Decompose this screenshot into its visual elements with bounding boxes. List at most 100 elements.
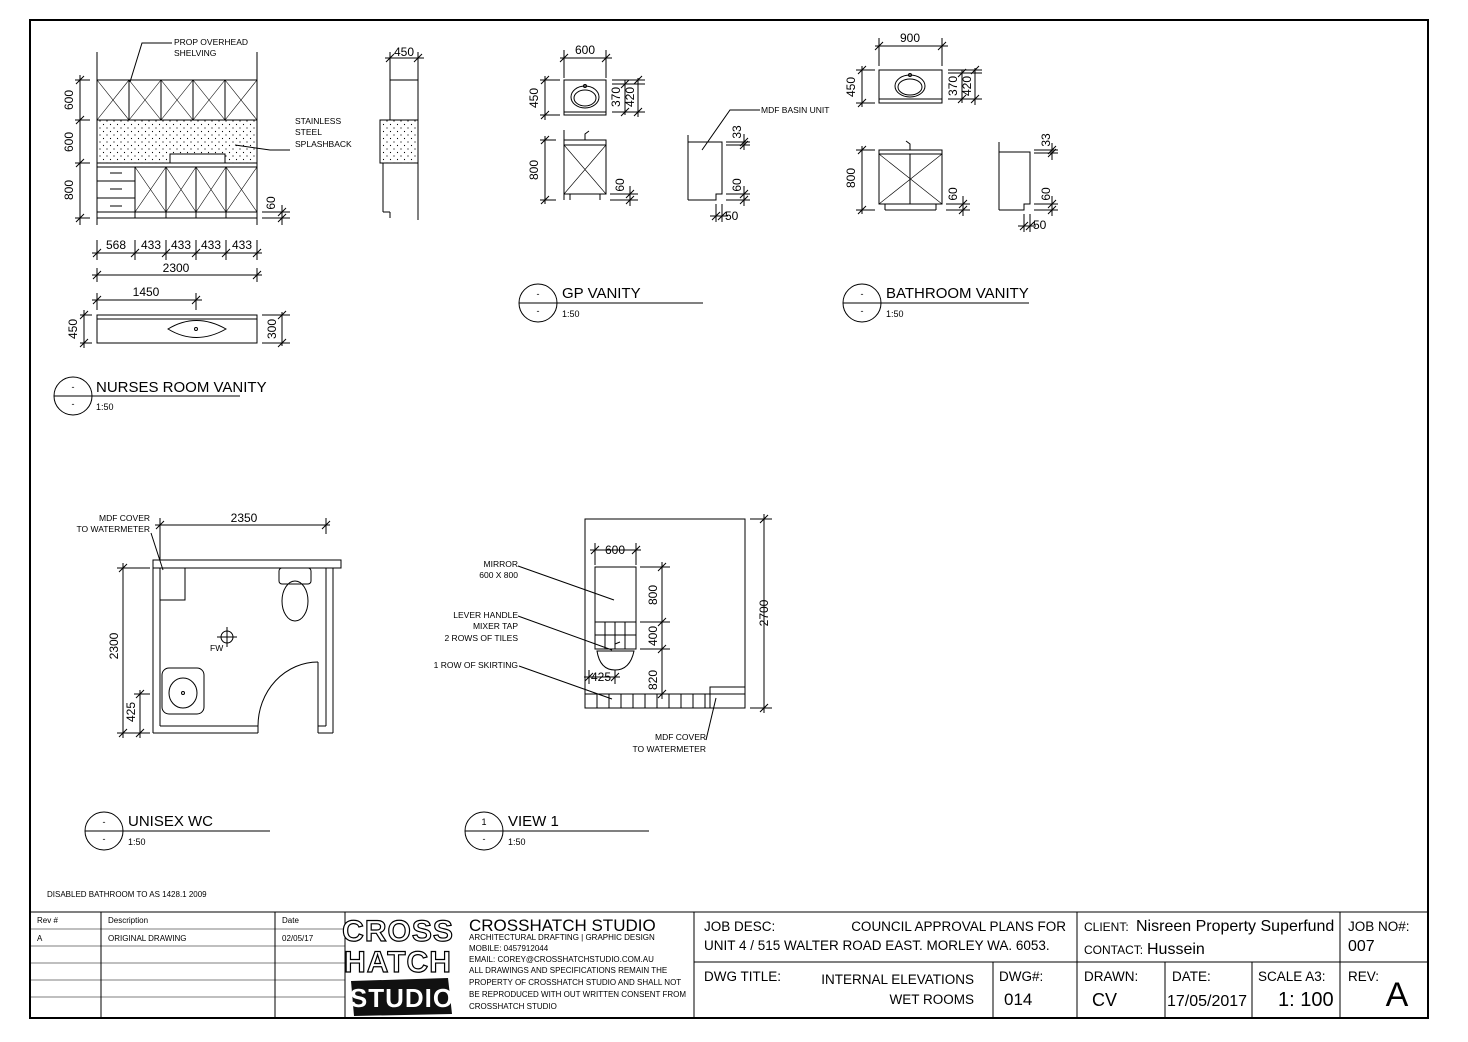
svg-text:-: - bbox=[103, 834, 106, 844]
svg-text:1: 1 bbox=[481, 817, 486, 827]
svg-text:600: 600 bbox=[575, 43, 595, 57]
svg-text:INTERNAL ELEVATIONS: INTERNAL ELEVATIONS bbox=[821, 972, 974, 987]
svg-text:433: 433 bbox=[141, 238, 161, 252]
svg-text:ARCHITECTURAL DRAFTING | GRAPH: ARCHITECTURAL DRAFTING | GRAPHIC DESIGN bbox=[469, 933, 655, 942]
svg-text:GP VANITY: GP VANITY bbox=[562, 285, 641, 302]
svg-text:60: 60 bbox=[946, 187, 960, 201]
svg-text:A: A bbox=[1386, 976, 1409, 1014]
svg-text:800: 800 bbox=[527, 160, 541, 180]
svg-text:-: - bbox=[537, 306, 540, 316]
svg-text:60: 60 bbox=[1039, 187, 1053, 201]
svg-text:568: 568 bbox=[106, 238, 126, 252]
svg-text:DATE:: DATE: bbox=[1172, 969, 1211, 984]
bathroom-vanity-labels: 900 450 370 420 800 60 33 60 50 bbox=[844, 31, 1053, 232]
svg-text:2300: 2300 bbox=[107, 632, 121, 659]
svg-text:ALL DRAWINGS AND SPECIFICATION: ALL DRAWINGS AND SPECIFICATIONS REMAIN T… bbox=[469, 966, 667, 975]
svg-text:MOBILE: 0457912044: MOBILE: 0457912044 bbox=[469, 944, 549, 953]
svg-text:370: 370 bbox=[946, 76, 960, 96]
svg-text:-: - bbox=[861, 306, 864, 316]
svg-text:-: - bbox=[483, 834, 486, 844]
svg-text:NURSES ROOM VANITY: NURSES ROOM VANITY bbox=[96, 379, 267, 396]
gp-vanity-drawing bbox=[540, 50, 760, 222]
svg-text:2350: 2350 bbox=[231, 511, 258, 525]
svg-text:2300: 2300 bbox=[163, 261, 190, 275]
svg-text:-: - bbox=[72, 382, 75, 392]
bathroom-vanity-drawing bbox=[856, 38, 1058, 232]
svg-text:433: 433 bbox=[232, 238, 252, 252]
svg-text:PROPERTY OF CROSSHATCH STUDIO: PROPERTY OF CROSSHATCH STUDIO AND SHALL … bbox=[469, 978, 681, 987]
svg-text:420: 420 bbox=[623, 87, 637, 107]
view1-title: 1 - VIEW 1 1:50 bbox=[464, 811, 649, 851]
svg-text:420: 420 bbox=[960, 76, 974, 96]
svg-text:007: 007 bbox=[1348, 938, 1375, 955]
gp-vanity-labels: 600 450 370 420 800 60 33 60 50 MDF BASI… bbox=[527, 43, 829, 223]
svg-text:SCALE A3:: SCALE A3: bbox=[1258, 969, 1326, 984]
svg-text:JOB DESC:: JOB DESC: bbox=[704, 919, 775, 934]
svg-text:800: 800 bbox=[844, 168, 858, 188]
studio-logo: CROSS HATCH STUDIO bbox=[342, 914, 453, 1016]
svg-text:2700: 2700 bbox=[757, 599, 771, 626]
svg-text:900: 900 bbox=[900, 31, 920, 45]
svg-text:HATCH: HATCH bbox=[344, 946, 452, 979]
svg-text:60: 60 bbox=[613, 178, 627, 192]
svg-text:REV:: REV: bbox=[1348, 969, 1379, 984]
svg-text:CROSSHATCH STUDIO: CROSSHATCH STUDIO bbox=[469, 916, 656, 935]
svg-text:FW: FW bbox=[210, 643, 223, 653]
svg-text:DWG#:: DWG#: bbox=[999, 969, 1043, 984]
svg-text:BE REPRODUCED WITH OUT WRITTEN: BE REPRODUCED WITH OUT WRITTEN CONSENT F… bbox=[469, 990, 686, 999]
svg-text:1:50: 1:50 bbox=[96, 402, 114, 412]
svg-text:JOB NO#:: JOB NO#: bbox=[1348, 919, 1410, 934]
svg-text:300: 300 bbox=[265, 319, 279, 339]
svg-text:VIEW 1: VIEW 1 bbox=[508, 813, 559, 830]
svg-text:450: 450 bbox=[394, 45, 414, 59]
svg-text:UNIT 4 / 515 WALTER ROAD EAST.: UNIT 4 / 515 WALTER ROAD EAST. MORLEY WA… bbox=[704, 938, 1050, 953]
svg-text:433: 433 bbox=[201, 238, 221, 252]
svg-text:MDF COVER: MDF COVER bbox=[655, 732, 706, 742]
svg-text:COUNCIL APPROVAL PLANS FOR: COUNCIL APPROVAL PLANS FOR bbox=[851, 919, 1066, 934]
svg-text:600: 600 bbox=[62, 90, 76, 110]
svg-text:STEEL: STEEL bbox=[295, 127, 322, 137]
svg-text:Hussein: Hussein bbox=[1147, 941, 1205, 958]
svg-text:UNISEX WC: UNISEX WC bbox=[128, 813, 213, 830]
svg-text:-: - bbox=[103, 817, 106, 827]
svg-text:600: 600 bbox=[62, 132, 76, 152]
svg-text:SPLASHBACK: SPLASHBACK bbox=[295, 139, 352, 149]
svg-text:1:50: 1:50 bbox=[886, 309, 904, 319]
svg-text:1:50: 1:50 bbox=[508, 837, 526, 847]
unisex-wc-plan bbox=[117, 518, 342, 738]
svg-text:425: 425 bbox=[591, 670, 611, 684]
footnote: DISABLED BATHROOM TO AS 1428.1 2009 bbox=[47, 890, 207, 899]
nurses-room-vanity-title: - - NURSES ROOM VANITY 1:50 bbox=[53, 376, 267, 416]
svg-text:400: 400 bbox=[646, 626, 660, 646]
svg-text:DWG TITLE:: DWG TITLE: bbox=[704, 969, 781, 984]
svg-text:33: 33 bbox=[730, 125, 744, 139]
svg-text:1:50: 1:50 bbox=[562, 309, 580, 319]
svg-text:33: 33 bbox=[1039, 133, 1053, 147]
svg-text:50: 50 bbox=[725, 209, 739, 223]
svg-text:600: 600 bbox=[605, 543, 625, 557]
svg-text:A: A bbox=[37, 934, 43, 943]
svg-text:Date: Date bbox=[282, 916, 299, 925]
svg-text:CV: CV bbox=[1092, 990, 1117, 1010]
svg-text:WET ROOMS: WET ROOMS bbox=[889, 992, 974, 1007]
svg-text:MDF COVER: MDF COVER bbox=[99, 513, 150, 523]
svg-text:014: 014 bbox=[1004, 990, 1032, 1009]
svg-text:MIRROR: MIRROR bbox=[484, 559, 518, 569]
svg-text:50: 50 bbox=[1033, 218, 1047, 232]
svg-text:-: - bbox=[72, 399, 75, 409]
svg-text:-: - bbox=[861, 289, 864, 299]
svg-text:Nisreen Property Superfund: Nisreen Property Superfund bbox=[1136, 918, 1334, 935]
svg-text:60: 60 bbox=[730, 178, 744, 192]
svg-text:PROP OVERHEAD: PROP OVERHEAD bbox=[174, 37, 248, 47]
svg-text:800: 800 bbox=[646, 585, 660, 605]
svg-text:2 ROWS OF TILES: 2 ROWS OF TILES bbox=[444, 633, 518, 643]
svg-text:425: 425 bbox=[124, 702, 138, 722]
svg-text:Rev #: Rev # bbox=[37, 916, 58, 925]
svg-text:-: - bbox=[537, 289, 540, 299]
svg-text:Description: Description bbox=[108, 916, 148, 925]
unisex-wc-title: - - UNISEX WC 1:50 bbox=[84, 811, 270, 851]
svg-text:MDF BASIN UNIT: MDF BASIN UNIT bbox=[761, 105, 829, 115]
svg-text:433: 433 bbox=[171, 238, 191, 252]
svg-text:02/05/17: 02/05/17 bbox=[282, 934, 314, 943]
